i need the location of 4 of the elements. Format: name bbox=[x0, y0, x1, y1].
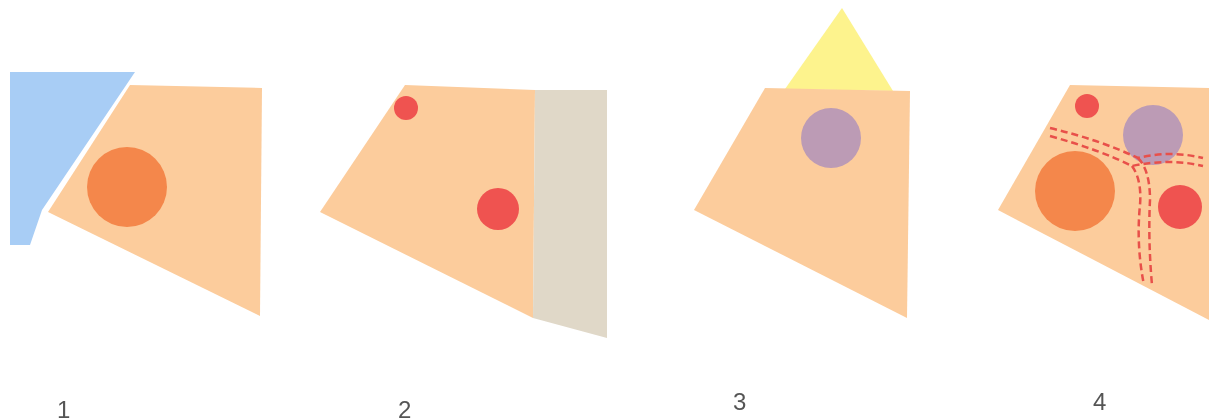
panel-number: 1 bbox=[57, 398, 71, 420]
panel-number: 2 bbox=[398, 398, 412, 420]
panel-number: 3 bbox=[733, 390, 747, 414]
panel-number: 4 bbox=[1093, 390, 1107, 414]
